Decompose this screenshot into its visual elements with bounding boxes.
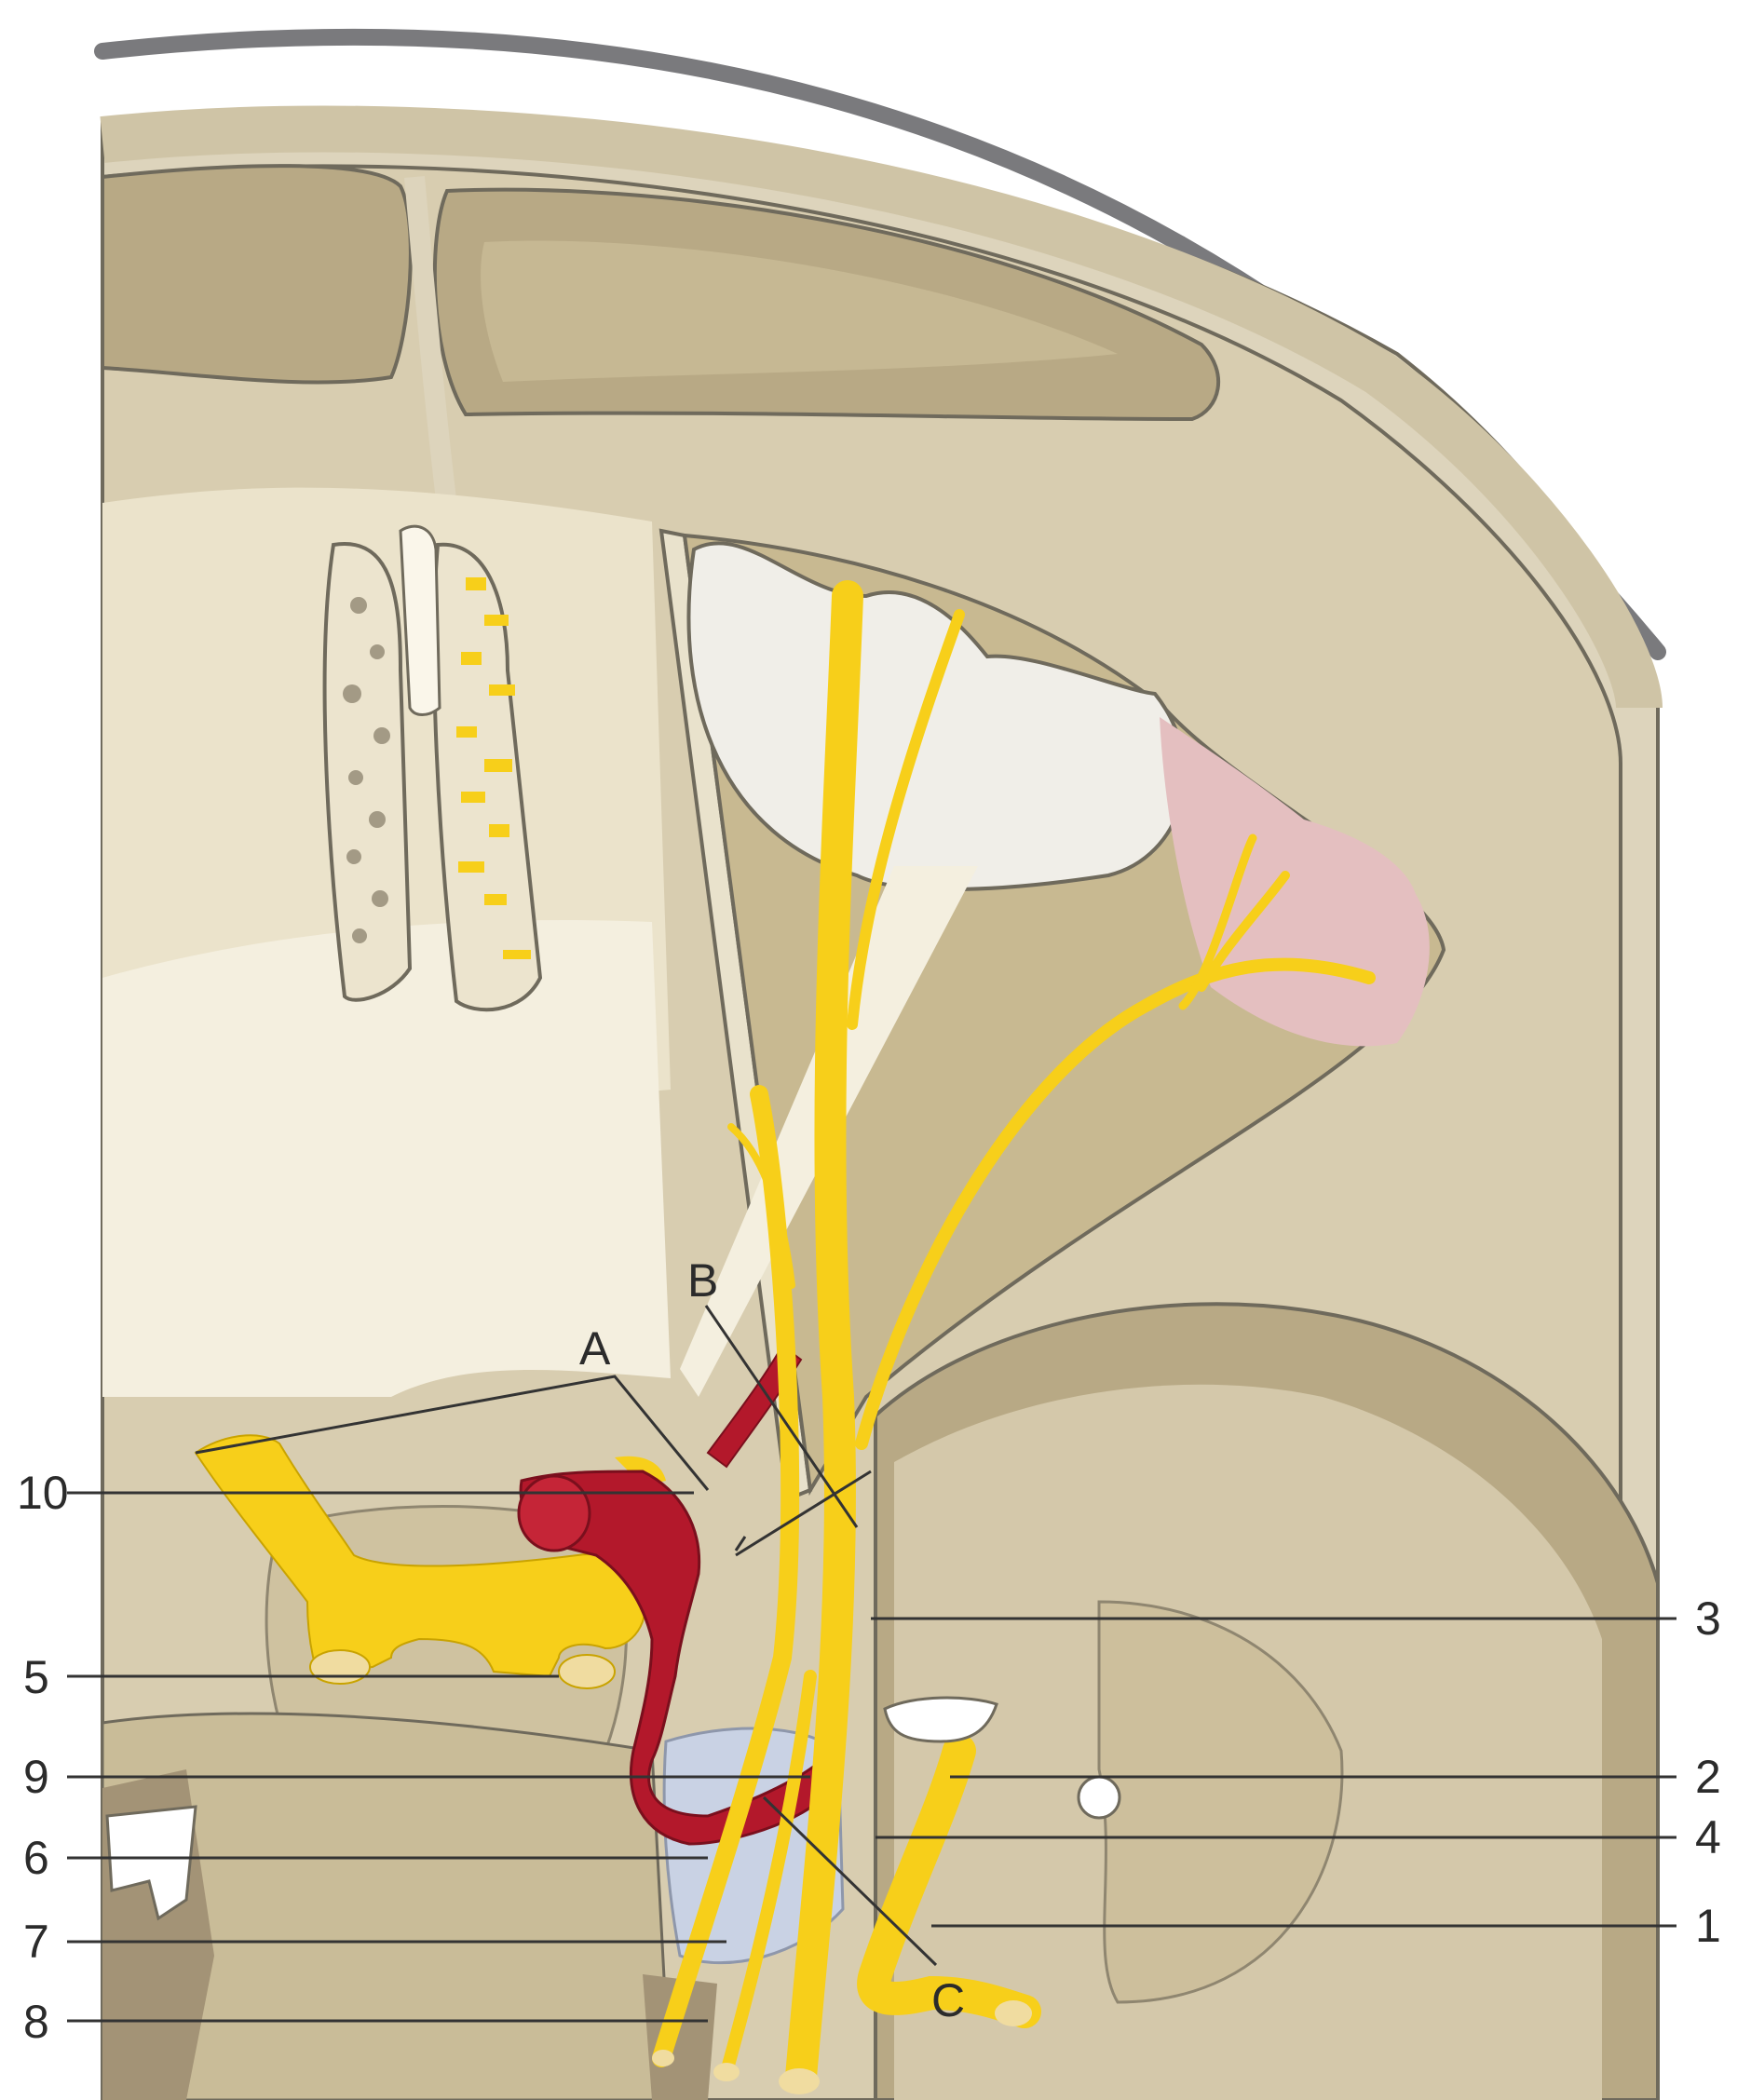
oculomotor-nerve <box>785 580 863 2093</box>
nerve-bundle <box>652 580 1376 2093</box>
label-8: 8 <box>23 1996 49 2048</box>
label-7: 7 <box>23 1916 49 1968</box>
ophthalmic-branch <box>652 1085 800 2067</box>
falx-cerebri <box>404 176 457 509</box>
label-B: B <box>687 1254 718 1307</box>
abducens-nerve <box>720 1670 817 2079</box>
nasociliary-branch <box>727 1123 795 1289</box>
lateral-branch-fork2 <box>1178 833 1257 1010</box>
olfactory-filaments-right <box>456 577 531 959</box>
internal-carotid-artery <box>519 1470 835 1846</box>
nerve-end-3 <box>652 2050 674 2066</box>
nerve-end-2 <box>713 2063 740 2081</box>
label-4: 4 <box>1695 1811 1721 1863</box>
sphenoid-sinus-opening <box>105 1805 197 1921</box>
trigeminal-nerve <box>857 1734 1041 2028</box>
cribriform-plate-left <box>322 541 413 1002</box>
foramen-upper <box>883 1696 998 1743</box>
label-C: C <box>931 1974 965 2026</box>
lateral-branch <box>855 957 1376 1450</box>
lateral-branch-fork <box>1197 871 1290 992</box>
frontal-lobe-left <box>101 164 413 385</box>
label-5: 5 <box>23 1651 49 1703</box>
label-10: 10 <box>17 1467 69 1519</box>
label-A: A <box>579 1322 611 1375</box>
label-3: 3 <box>1695 1592 1721 1645</box>
optic-nerve-end-right <box>558 1654 616 1689</box>
clivus-dark <box>643 1974 717 2100</box>
nerve-end-1 <box>779 2068 820 2094</box>
orbital-roof <box>102 920 671 1397</box>
label-6: 6 <box>23 1832 49 1884</box>
carotid-branch-upper <box>706 1344 803 1469</box>
frontal-gyrus-right <box>481 240 1118 382</box>
optic-nerve-end-left <box>309 1649 371 1685</box>
tumor-lesion <box>1160 717 1430 1047</box>
foramen-ovale <box>1077 1775 1121 1820</box>
sphenoid-body <box>101 1712 672 2100</box>
crista-galli <box>399 524 441 716</box>
label-1: 1 <box>1695 1900 1721 1952</box>
label-9: 9 <box>23 1751 49 1803</box>
trigeminal-cut-end <box>995 2000 1032 2026</box>
tentorium <box>1097 1600 1344 2004</box>
optic-chiasm <box>194 1434 646 1678</box>
olfactory-foramina-left <box>343 597 390 943</box>
carotid-cut-end <box>517 1474 591 1552</box>
label-2: 2 <box>1695 1751 1721 1803</box>
leader-lines <box>67 1305 1676 2023</box>
bone-stipple-band <box>100 105 1663 710</box>
trochlear-nerve <box>847 609 965 1030</box>
